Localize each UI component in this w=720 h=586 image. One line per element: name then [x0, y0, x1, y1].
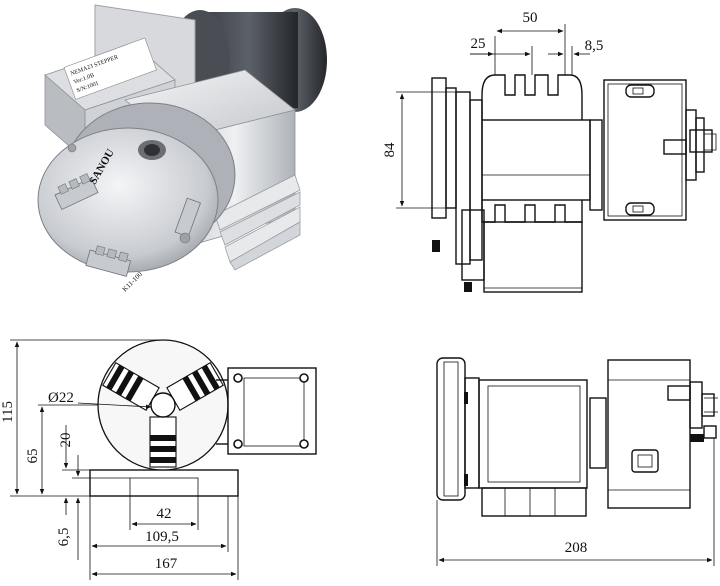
dim-label-front-base-thickness: 6,5	[56, 528, 72, 547]
product-photo: NEMA23 STEPPER Ver:1.0B S/N:1001	[37, 4, 327, 293]
dim-label-front-center-height: 65	[25, 449, 41, 464]
front-view-drawing: Ø22 115 65 20 6,5 42 109,5 167	[0, 339, 317, 580]
dim-label-bottom-total-length: 208	[565, 540, 588, 556]
dim-label-top-slot-width: 8,5	[585, 38, 604, 54]
motor-label: NEMA23 STEPPER Ver:1.0B S/N:1001	[63, 37, 157, 100]
dim-label-front-base-height: 20	[58, 433, 74, 448]
dim-label-front-bore: Ø22	[48, 390, 74, 406]
slotted-top	[481, 74, 583, 120]
dim-label-top-slot-span: 50	[523, 10, 538, 26]
base-ribs	[214, 174, 301, 271]
dim-label-front-total-width: 167	[155, 556, 178, 572]
top-view-drawing: 208	[436, 357, 718, 566]
dim-label-front-slot-span: 109,5	[145, 529, 179, 545]
dim-label-side-height: 84	[382, 142, 398, 158]
front-jaws	[102, 361, 224, 468]
dim-label-top-slot-offset: 25	[471, 36, 486, 52]
side-view-drawing: 50 25 8,5 84	[382, 10, 717, 293]
dim-label-front-slot-width: 42	[157, 506, 172, 522]
chuck-jaws	[54, 173, 201, 277]
dim-label-front-total-height: 115	[0, 401, 16, 423]
